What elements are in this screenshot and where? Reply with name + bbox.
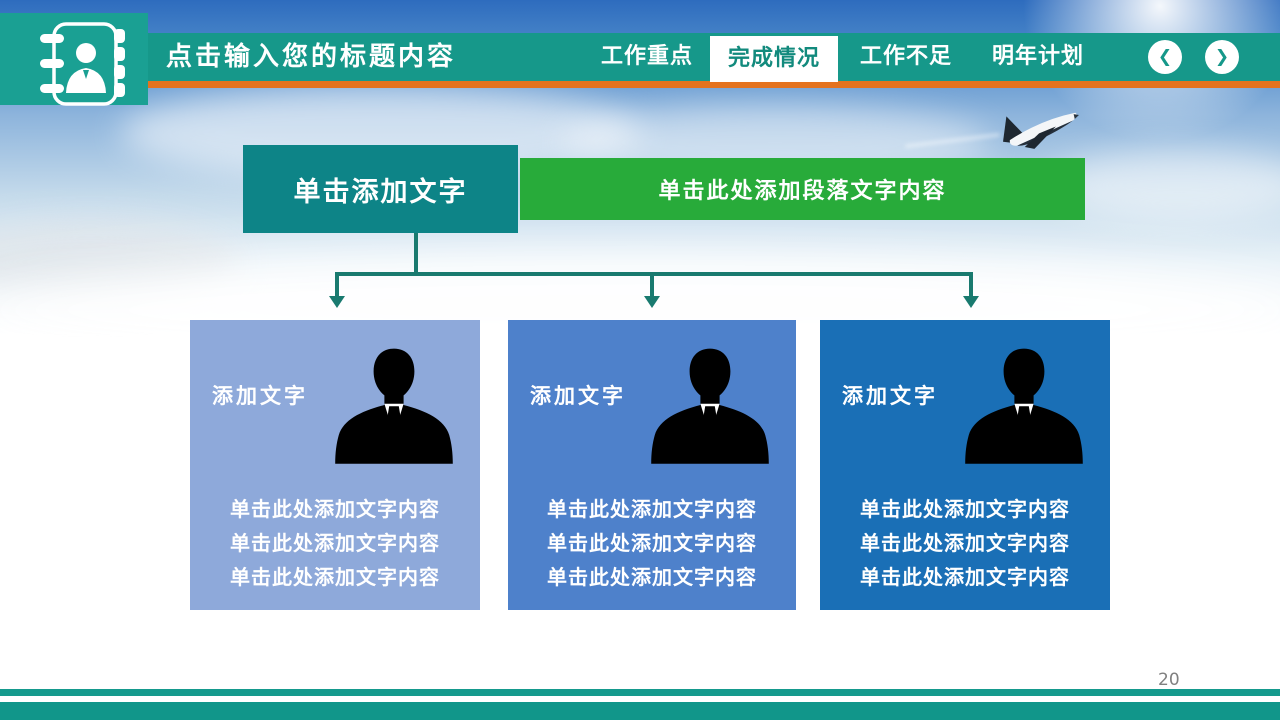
- arrow-down-icon: [963, 296, 979, 308]
- cloud: [1050, 150, 1280, 220]
- businessman-silhouette-icon: [650, 346, 770, 468]
- card-text-line: 单击此处添加文字内容: [547, 497, 757, 521]
- chevron-left-icon: ❮: [1157, 47, 1173, 67]
- page-number: 20: [1158, 670, 1180, 690]
- diagram-root-label: 单击添加文字: [293, 176, 468, 208]
- chevron-right-icon: ❯: [1214, 47, 1230, 67]
- diagram-caption-bar[interactable]: 单击此处添加段落文字内容: [520, 158, 1085, 220]
- content-card-3[interactable]: 添加文字 单击此处添加文字内容 单击此处添加文字内容 单击此处添加文字内容: [820, 320, 1110, 610]
- diagram-caption-text: 单击此处添加段落文字内容: [658, 179, 947, 204]
- card-text-line: 单击此处添加文字内容: [230, 497, 440, 521]
- header-logo-block: [0, 13, 148, 106]
- card-text-line: 单击此处添加文字内容: [547, 531, 757, 555]
- content-card-1[interactable]: 添加文字 单击此处添加文字内容 单击此处添加文字内容 单击此处添加文字内容: [190, 320, 480, 610]
- card-text-lines: 单击此处添加文字内容 单击此处添加文字内容 单击此处添加文字内容: [190, 492, 480, 594]
- slide-title[interactable]: 点击输入您的标题内容: [166, 42, 457, 72]
- footer-stripe: [0, 689, 1280, 696]
- prev-slide-button[interactable]: ❮: [1148, 40, 1182, 74]
- card-text-line: 单击此处添加文字内容: [230, 565, 440, 589]
- card-title: 添加文字: [212, 384, 308, 408]
- tab-next-year-plan[interactable]: 明年计划: [991, 44, 1084, 69]
- tab-shortcomings[interactable]: 工作不足: [859, 44, 952, 69]
- arrow-down-icon: [644, 296, 660, 308]
- connector-stub: [414, 233, 418, 274]
- card-text-line: 单击此处添加文字内容: [230, 531, 440, 555]
- header-accent-line: [148, 81, 1280, 88]
- businessman-silhouette-icon: [964, 346, 1084, 468]
- diagram-root-box[interactable]: 单击添加文字: [243, 145, 518, 233]
- next-slide-button[interactable]: ❯: [1205, 40, 1239, 74]
- content-card-2[interactable]: 添加文字 单击此处添加文字内容 单击此处添加文字内容 单击此处添加文字内容: [508, 320, 796, 610]
- connector-vertical: [969, 274, 973, 298]
- card-title: 添加文字: [842, 384, 938, 408]
- tab-work-focus[interactable]: 工作重点: [600, 44, 693, 69]
- header-bar: [0, 33, 1280, 81]
- connector-vertical: [650, 274, 654, 298]
- tab-completion-status-active[interactable]: 完成情况: [710, 36, 838, 82]
- card-text-lines: 单击此处添加文字内容 单击此处添加文字内容 单击此处添加文字内容: [508, 492, 796, 594]
- card-text-lines: 单击此处添加文字内容 单击此处添加文字内容 单击此处添加文字内容: [820, 492, 1110, 594]
- connector-vertical: [335, 274, 339, 298]
- footer-bar: [0, 702, 1280, 720]
- card-text-line: 单击此处添加文字内容: [860, 565, 1070, 589]
- card-title: 添加文字: [530, 384, 626, 408]
- airplane-icon: [985, 98, 1088, 161]
- card-text-line: 单击此处添加文字内容: [860, 531, 1070, 555]
- contact-book-icon: [40, 22, 125, 106]
- connector-horizontal: [335, 272, 973, 276]
- card-text-line: 单击此处添加文字内容: [547, 565, 757, 589]
- arrow-down-icon: [329, 296, 345, 308]
- card-text-line: 单击此处添加文字内容: [860, 497, 1070, 521]
- businessman-silhouette-icon: [334, 346, 454, 468]
